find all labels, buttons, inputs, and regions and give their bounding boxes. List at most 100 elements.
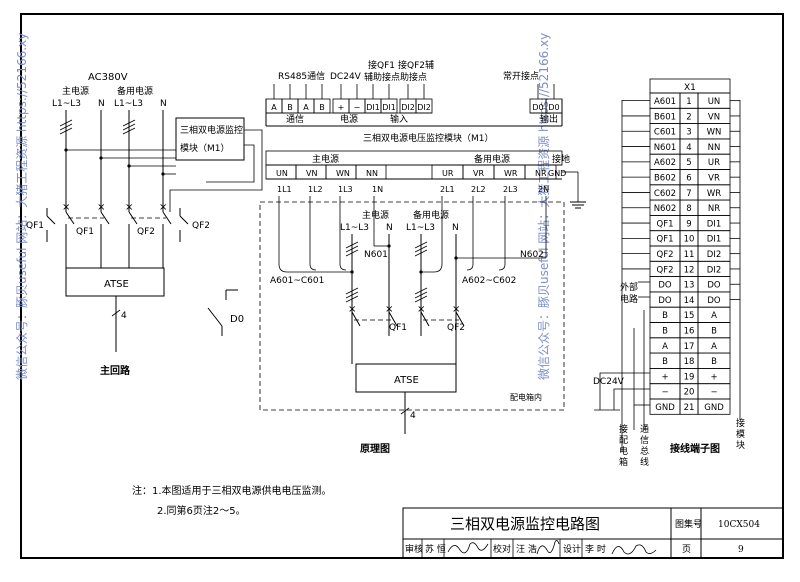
module-terminal: −: [354, 103, 361, 112]
x1-right-label: WN: [707, 128, 722, 138]
watermark-left: 微信公众号：豚贝useful 网站：大猪工程资源 https://52166.x…: [14, 33, 29, 380]
pr-l1-l3-a: L1~L3: [340, 223, 369, 233]
svg-text:×: ×: [417, 304, 425, 315]
atlas-label: 图集号: [675, 518, 702, 530]
x1-left-label: B: [662, 357, 668, 367]
module-title: 三相双电源电压监控模块（M1）: [363, 132, 494, 144]
neutral-label-b: N: [160, 99, 167, 109]
vertical-char: 模: [736, 429, 745, 440]
group-output: 输出: [540, 113, 558, 125]
x1-left-label: DO: [658, 296, 672, 306]
x1-right-label: A: [711, 342, 717, 352]
x1-left-label: +: [661, 372, 668, 382]
monitor-module: RS485通信 DC24V 接QF1 辅助接点 接QF2辅 助接点 常开接点 A…: [265, 59, 586, 209]
pr-qf1-breaker: × × QF1: [348, 304, 407, 333]
module-terminal: DI1: [382, 103, 396, 112]
pr-backup-source: 备用电源: [413, 209, 449, 221]
monitor-module-box: [175, 117, 245, 161]
pr-qf2-label: QF2: [447, 323, 465, 333]
x1-number: 14: [684, 296, 695, 306]
main-term: VN: [306, 169, 317, 178]
module-terminal: A: [271, 103, 277, 112]
x1-right-label: DI2: [707, 250, 721, 260]
x1-right-label: DO: [707, 296, 721, 306]
atse-main-label: ATSE: [104, 279, 129, 290]
backup-term: WR: [504, 169, 518, 178]
qf2-breaker: × × QF2: [125, 202, 172, 268]
pr-n-a: N: [386, 223, 393, 233]
qf2-label-main: QF2: [137, 227, 155, 237]
x1-row: +19+: [649, 367, 731, 385]
group-comm: 通信: [286, 113, 304, 125]
x1-number: 1: [686, 97, 691, 107]
pr-qf1-label: QF1: [389, 323, 407, 333]
x1-dc24v: DC24V: [593, 377, 625, 387]
a602-label: A602~C602: [462, 276, 516, 286]
x1-number: 17: [684, 342, 695, 352]
x1-left-label: C602: [654, 189, 676, 199]
rs485-label: RS485通信: [278, 70, 325, 82]
reviewer-name: 苏 恒: [425, 543, 446, 555]
x1-right-label: B: [711, 327, 717, 337]
x1-left-label: GND: [655, 403, 675, 413]
sheet-border: [20, 13, 784, 559]
x1-left-label: B: [662, 327, 668, 337]
x1-right-label: −: [710, 388, 717, 398]
to-module-label: 接模块: [736, 417, 745, 451]
x1-left-label: QF1: [657, 219, 674, 229]
title-block: 三相双电源监控电路图 图集号 10CX504 审核 苏 恒 校对 汪 浩 设计 …: [402, 507, 784, 559]
pr-n-b: N: [452, 223, 459, 233]
backup-term: NR: [535, 169, 547, 178]
svg-text:×: ×: [385, 304, 393, 315]
pr-main-source: 主电源: [362, 209, 389, 221]
supply-label: AC380V: [88, 72, 128, 83]
main-group-label: 主电源: [312, 153, 339, 165]
cabinet-label: 配电箱内: [510, 392, 542, 402]
vertical-char: 电: [619, 445, 628, 457]
external-circuit-2: 电路: [620, 293, 638, 305]
module-terminal: +: [338, 103, 345, 112]
x1-right-label: VR: [708, 174, 720, 184]
backup-group-label: 备用电源: [474, 153, 510, 165]
svg-text:×: ×: [97, 202, 105, 213]
x1-right-label: DO: [707, 281, 721, 291]
vertical-char: 箱: [619, 456, 628, 468]
neutral-label-a: N: [98, 99, 105, 109]
l1-l3-label-b: L1~L3: [114, 99, 143, 109]
main-term: UN: [276, 169, 288, 178]
x1-number: 21: [684, 403, 695, 413]
module-terminal: B: [287, 103, 293, 112]
x1-number: 2: [686, 112, 691, 122]
n602-label: N602: [520, 250, 544, 260]
x1-right-label: UN: [708, 97, 721, 107]
x1-number: 7: [686, 189, 691, 199]
module-output-terminal: D0: [532, 103, 543, 112]
qf1-aux-top-2: 辅助接点: [364, 71, 400, 83]
vertical-char: 线: [640, 456, 649, 468]
main-source-label: 主电源: [62, 85, 89, 97]
x1-number: 19: [684, 372, 695, 382]
a601-label: A601~C601: [270, 276, 324, 286]
x1-number: 15: [684, 311, 695, 321]
atlas-number: 10CX504: [718, 520, 760, 530]
main-term: WN: [336, 169, 350, 178]
svg-text:×: ×: [62, 202, 70, 213]
x1-left-label: B602: [654, 174, 676, 184]
x1-left-label: B601: [654, 112, 676, 122]
cabinet-boundary: [259, 201, 565, 411]
x1-number: 11: [684, 250, 695, 260]
drawing-title: 三相双电源监控电路图: [450, 515, 600, 533]
page-label: 页: [682, 544, 691, 555]
